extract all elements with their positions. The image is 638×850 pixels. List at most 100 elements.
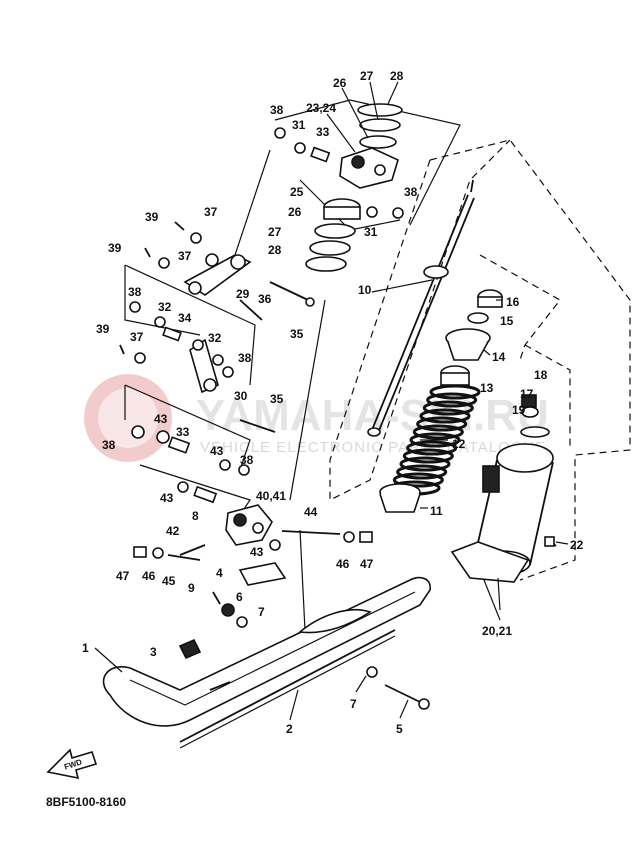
label-17: 17 [520,387,534,401]
part-26b [314,223,356,239]
label-31: 31 [364,225,378,239]
watermark-subtitle: VEHICLE ELECTRONIC PARTS CATALOGUE [200,439,546,456]
label-8: 8 [192,509,199,523]
label-31: 31 [292,118,306,132]
part-27a [359,118,401,132]
label-40-41: 40,41 [256,489,286,503]
spring-coil [416,416,468,432]
label-39: 39 [108,241,122,255]
part-35a-bolt [269,281,309,301]
spring-coil [429,384,481,400]
label-43: 43 [154,412,168,426]
part-2-runner [179,629,396,743]
part-15 [467,312,489,324]
shock-mount-plate [450,541,530,583]
label-13: 13 [480,381,494,395]
label-23-24: 23,24 [306,101,336,115]
label-46: 46 [142,569,156,583]
guide-lower-box [124,384,251,471]
label-27: 27 [360,69,374,83]
label-19: 19 [512,403,526,417]
part-40-41 [225,504,273,546]
part-9 [212,591,221,605]
part-38b [392,207,404,219]
label-35: 35 [270,392,284,406]
label-38: 38 [102,438,116,452]
label-28: 28 [390,69,404,83]
part-32a [154,316,166,328]
part-38e [131,425,145,439]
guide-top-left [229,149,271,271]
label-14: 14 [492,350,506,364]
pivot-arm [119,338,276,504]
label-2: 2 [286,722,293,736]
guide-top [274,99,461,226]
label-28: 28 [268,243,282,257]
label-35: 35 [290,327,304,341]
part-33a [310,146,331,163]
label-33: 33 [176,425,190,439]
part-4 [238,562,287,586]
part-23-24 [339,147,399,189]
label-12: 12 [452,437,466,451]
ski-spindle [133,504,373,660]
guide-lines [124,99,501,631]
label-32: 32 [208,331,222,345]
callout-labels: 28 27 26 23,24 38 31 33 38 31 25 26 27 2… [82,69,584,736]
part-26a [359,135,397,149]
leader-lines [94,81,569,721]
label-44: 44 [304,505,318,519]
part-17 [521,406,539,418]
label-38: 38 [404,185,418,199]
label-30: 30 [234,389,248,403]
fwd-arrow: FWD [46,748,98,780]
part-37b [158,257,170,269]
label-7: 7 [350,697,357,711]
label-46: 46 [336,557,350,571]
label-7: 7 [258,605,265,619]
spring-coil [422,400,474,416]
spring-coil [396,464,448,480]
part-36-bolt [239,299,263,321]
part-38d [222,366,234,378]
label-20-21: 20,21 [482,624,512,638]
part-47b [359,531,373,543]
outline-rod-group [329,139,511,501]
label-38: 38 [238,351,252,365]
label-26: 26 [333,76,347,90]
group-outlines [329,139,631,581]
spring-coil [412,424,464,440]
part-43a [156,430,170,444]
label-26: 26 [288,205,302,219]
spring-coil [419,408,471,424]
label-42: 42 [166,524,180,538]
label-38: 38 [128,285,142,299]
label-34: 34 [178,311,192,325]
label-32: 32 [158,300,172,314]
label-39: 39 [96,322,110,336]
shock-body [450,394,557,583]
spring-coil [402,448,454,464]
guide-link-box [124,264,256,386]
spring-coil [409,432,461,448]
outline-spring-seat [479,254,561,361]
shock-reservoir-tab [482,465,500,493]
diagram-code: 8BF5100-8160 [46,795,126,809]
ski [102,576,431,749]
part-43d [269,539,281,551]
label-15: 15 [500,314,514,328]
label-29: 29 [236,287,250,301]
part-34 [162,326,182,342]
part-6 [221,603,235,617]
spring-coil [399,456,451,472]
label-4: 4 [216,566,223,580]
part-42 [179,544,206,556]
part-45-bolt [167,554,201,561]
label-43: 43 [210,444,224,458]
part-31b [366,206,378,218]
label-43: 43 [250,545,264,559]
label-39: 39 [145,210,159,224]
part-38c [129,301,141,313]
